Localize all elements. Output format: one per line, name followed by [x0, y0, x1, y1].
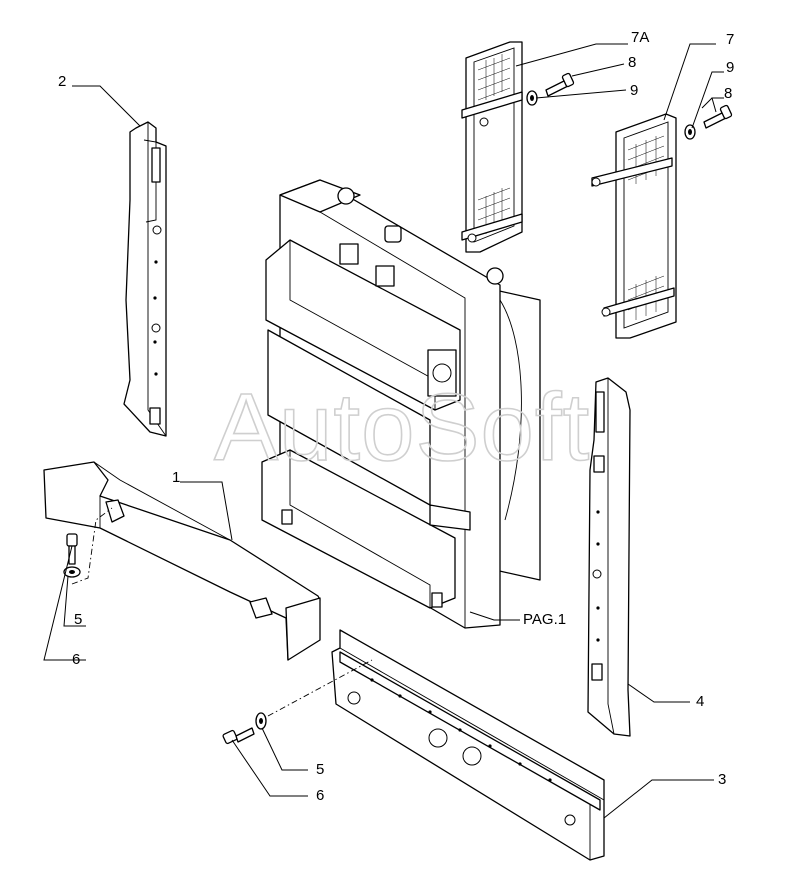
centerline-bottom [267, 659, 373, 717]
callout-8-right: 8 [724, 85, 732, 102]
callout-7: 7 [726, 31, 734, 48]
callout-2: 2 [58, 73, 66, 90]
callout-3: 3 [718, 771, 726, 788]
callout-1: 1 [172, 469, 180, 486]
bolt-6-bottom [222, 727, 255, 745]
radiator-assembly [261, 179, 541, 629]
centerline-left [71, 507, 113, 585]
part-7-right-screen [591, 113, 677, 339]
callout-pag1: PAG.1 [523, 611, 566, 628]
part-4-right-side-plate [587, 377, 631, 737]
watermark: AutoSoft [214, 374, 590, 481]
leader-lines [43, 43, 724, 819]
washer-5-left [63, 566, 81, 578]
callout-4: 4 [696, 693, 704, 710]
callout-9-right: 9 [726, 59, 734, 76]
callout-7a: 7A [631, 29, 649, 46]
bolt-8-right [703, 104, 733, 129]
callout-5-left: 5 [74, 611, 82, 628]
washer-5-bottom [255, 712, 267, 730]
callout-labels: 2 7A 8 9 7 9 8 1 5 6 PAG.1 4 5 6 3 [58, 29, 734, 804]
washer-9-right [684, 124, 696, 140]
callout-9-upper: 9 [630, 82, 638, 99]
washer-9-upper [526, 90, 538, 106]
bolt-8-upper [545, 72, 575, 97]
callout-6-left: 6 [72, 651, 80, 668]
part-1-lower-plate [43, 461, 321, 661]
part-2-left-side-plate [123, 121, 167, 437]
callout-6-bottom: 6 [316, 787, 324, 804]
part-7a-upper-screen [461, 41, 523, 253]
callout-8-upper: 8 [628, 54, 636, 71]
callout-5-bottom: 5 [316, 761, 324, 778]
part-3-bottom-plate [331, 629, 605, 861]
